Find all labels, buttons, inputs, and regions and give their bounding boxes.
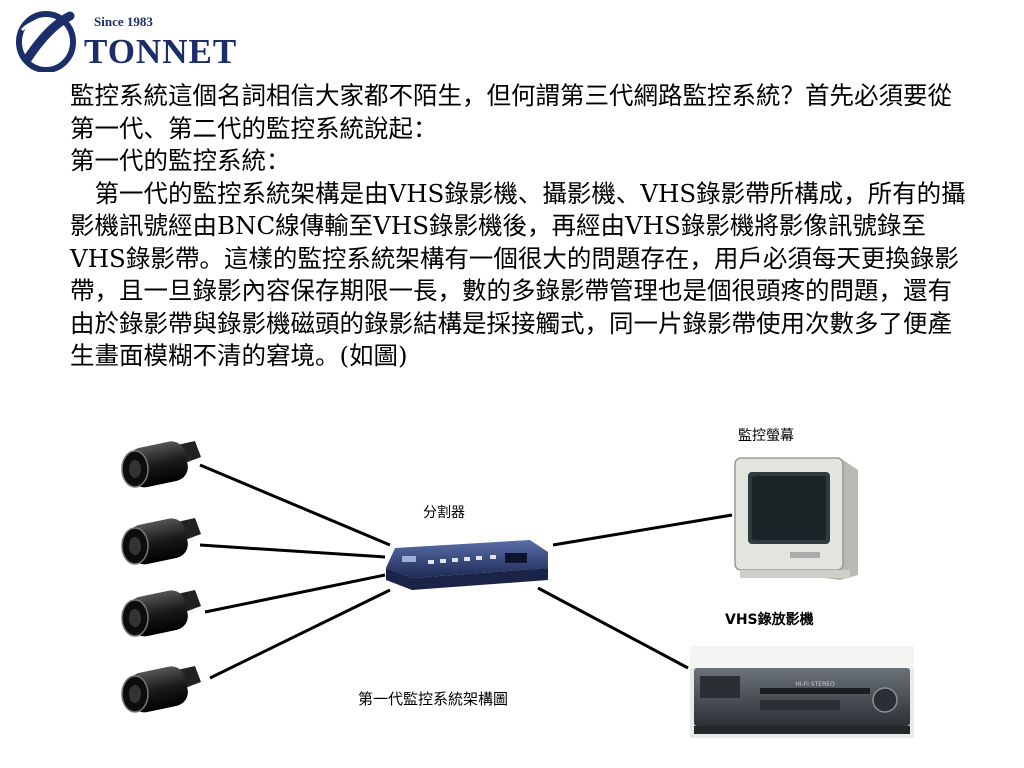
- splitter-logo-icon: [402, 556, 416, 562]
- video-splitter: [386, 540, 548, 590]
- camera-3: [121, 590, 201, 637]
- monitor-label: 監控螢幕: [738, 428, 794, 444]
- splitter-buttons: [428, 555, 496, 564]
- connection-cables: [199, 463, 733, 680]
- vcr-jog-dial: [872, 687, 898, 713]
- vcr-panel-text: HI-FI STEREO: [795, 681, 835, 688]
- camera-4: [121, 666, 201, 713]
- logo-name: TONNET: [84, 32, 238, 71]
- camera-1: [121, 441, 201, 488]
- vcr-label: VHS錄放影機: [725, 612, 814, 628]
- cable-monitor: [552, 513, 733, 547]
- body-text: 監控系統這個名詞相信大家都不陌生，但何謂第三代網路監控系統？首先必須要從第一代、…: [70, 80, 975, 373]
- cable-camera-4: [209, 588, 391, 680]
- crt-monitor: [734, 457, 858, 580]
- cable-camera-2: [199, 543, 386, 559]
- cable-camera-1: [199, 463, 391, 547]
- vhs-vcr: HI-FI STEREO: [690, 646, 914, 738]
- description-paragraph: 第一代的監控系統架構是由VHS錄影機、攝影機、VHS錄影帶所構成，所有的攝影機訊…: [70, 178, 966, 371]
- camera-2: [121, 518, 201, 565]
- company-logo: Since 1983 TONNET: [14, 10, 274, 72]
- splitter-label: 分割器: [423, 505, 465, 521]
- logo-since: Since 1983: [94, 14, 153, 29]
- cable-camera-3: [204, 573, 386, 614]
- section-heading: 第一代的監控系統：: [70, 146, 291, 175]
- intro-paragraph: 監控系統這個名詞相信大家都不陌生，但何謂第三代網路監控系統？首先必須要從第一代、…: [70, 81, 952, 143]
- cable-vcr: [537, 586, 689, 670]
- diagram-caption: 第一代監控系統架構圖: [358, 690, 509, 708]
- tonnet-logo-icon: [16, 11, 76, 72]
